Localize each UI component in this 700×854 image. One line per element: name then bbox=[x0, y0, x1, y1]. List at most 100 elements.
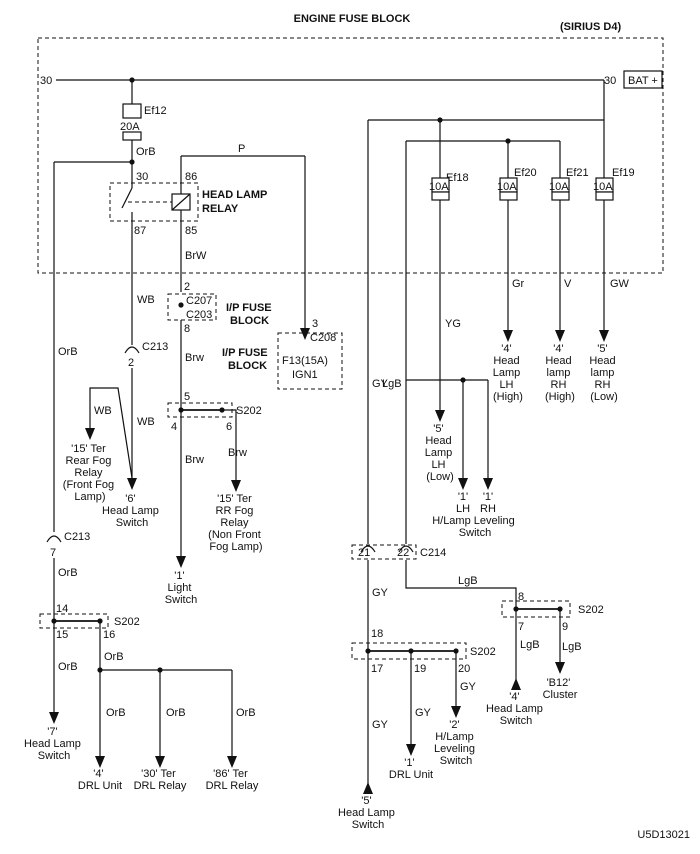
c203-pin: 8 bbox=[184, 323, 190, 335]
s202-lower-right: 8 S202 7 9 LgB LgB bbox=[501, 591, 604, 690]
c214-pin22: 22 bbox=[397, 547, 409, 559]
wire-brw: BrW 2 C207 C203 8 I/P FUSE BLOCK Brw 5 bbox=[167, 250, 272, 410]
relay-pin86: 86 bbox=[185, 171, 197, 183]
ef21-rating: 10A bbox=[549, 181, 569, 193]
s202d-pin8: 8 bbox=[518, 591, 524, 603]
dest-rear-fog-relay: '15' Ter Rear Fog Relay (Front Fog Lamp) bbox=[63, 443, 117, 503]
s202-lower-left-label: S202 bbox=[114, 616, 140, 628]
diagram-title: ENGINE FUSE BLOCK bbox=[294, 13, 411, 25]
wire-wb: WB 2 C213 WB WB bbox=[85, 236, 168, 490]
dest-head-lamp-switch-5: '5' Head Lamp Switch bbox=[338, 795, 398, 831]
figure-id: U5D13021 bbox=[637, 829, 690, 841]
s202b-pin15: 15 bbox=[56, 629, 68, 641]
relay-label-1: HEAD LAMP bbox=[202, 189, 267, 201]
wire-label-gy-1: GY bbox=[372, 378, 389, 390]
s202-upper: S202 4 6 Brw Brw bbox=[167, 402, 262, 568]
right-feeds bbox=[368, 80, 605, 178]
headlamp-outputs: Gr V GW bbox=[503, 200, 630, 342]
s202b-pin14: 14 bbox=[56, 603, 68, 615]
dest-cluster: 'B12' Cluster bbox=[543, 677, 578, 701]
dest-headlamp-rh-low: '5' Head lamp RH (Low) bbox=[589, 343, 618, 403]
wire-label-wb-3: WB bbox=[94, 405, 112, 417]
ef18-name: Ef18 bbox=[446, 172, 469, 184]
s202c-pin20: 20 bbox=[458, 663, 470, 675]
dest-head-lamp-switch-7: '7' Head Lamp Switch bbox=[24, 726, 84, 762]
dest-drl-unit-1: '1' DRL Unit bbox=[389, 757, 433, 781]
c213b-label: C213 bbox=[64, 531, 90, 543]
fuse-ef18: Ef18 10A bbox=[429, 172, 469, 201]
leveling-rh: RH bbox=[480, 503, 496, 515]
c207-label: C207 bbox=[186, 295, 212, 307]
wire-label-gr: Gr bbox=[512, 278, 525, 290]
fuse-ef19: Ef19 10A bbox=[593, 167, 635, 201]
head-lamp-relay: 30 87 86 85 HEAD LAMP RELAY bbox=[109, 156, 267, 292]
wire-p: P bbox=[181, 143, 306, 328]
relay-pin30: 30 bbox=[136, 171, 148, 183]
wire-label-gy-3: GY bbox=[372, 719, 389, 731]
wire-label-orb-8: OrB bbox=[236, 707, 256, 719]
s202-lower-middle: 18 S202 17 19 20 GY GY GY bbox=[351, 628, 496, 794]
ip-fuse-block-2-line1: I/P FUSE bbox=[222, 347, 268, 359]
model-label: (SIRIUS D4) bbox=[560, 21, 621, 33]
s202d-pin7: 7 bbox=[518, 621, 524, 633]
wire-label-gy-2: GY bbox=[372, 587, 389, 599]
wire-label-orb-3: OrB bbox=[58, 567, 78, 579]
dest-hlamp-leveling-switch-2: '2' H/Lamp Leveling Switch bbox=[434, 719, 478, 767]
fuse-ef21: Ef21 10A bbox=[549, 167, 589, 201]
dest-headlamp-lh-high: '4' Head Lamp LH (High) bbox=[493, 343, 524, 403]
s202c-pin17: 17 bbox=[371, 663, 383, 675]
bus-left-label: 30 bbox=[40, 75, 52, 87]
dest-head-lamp-switch-4: '4' Head Lamp Switch bbox=[486, 691, 546, 727]
wire-label-gy-4: GY bbox=[415, 707, 432, 719]
s202b-pin16: 16 bbox=[103, 629, 115, 641]
wire-label-orb-5: OrB bbox=[104, 651, 124, 663]
ip-fuse-f13: F13(15A) bbox=[282, 355, 328, 367]
wire-label-brw-3: Brw bbox=[228, 447, 247, 459]
fuse-ef12: Ef12 20A OrB bbox=[120, 80, 167, 165]
ef12-rating: 20A bbox=[120, 121, 140, 133]
wire-label-orb-4: OrB bbox=[58, 661, 78, 673]
dest-headlamp-rh-high: '4' Head lamp RH (High) bbox=[545, 343, 575, 403]
wire-label-gw: GW bbox=[610, 278, 630, 290]
dest-hlamp-leveling-switch: H/Lamp Leveling Switch bbox=[432, 515, 518, 539]
wire-label-p: P bbox=[238, 143, 245, 155]
s202d-pin9: 9 bbox=[562, 621, 568, 633]
c214-label: C214 bbox=[420, 547, 446, 559]
wire-label-brw-1: Brw bbox=[185, 352, 204, 364]
dest-light-switch: '1' Light Switch bbox=[165, 570, 197, 606]
wire-gy-lgb-trunks: GY 21 22 C214 GY LgB bbox=[351, 120, 517, 650]
ef20-rating: 10A bbox=[497, 181, 517, 193]
s202c-pin18: 18 bbox=[371, 628, 383, 640]
ef12-name: Ef12 bbox=[144, 105, 167, 117]
wire-label-gy-5: GY bbox=[460, 681, 477, 693]
wire-label-wb-2: WB bbox=[137, 416, 155, 428]
ef21-name: Ef21 bbox=[566, 167, 589, 179]
ef19-name: Ef19 bbox=[612, 167, 635, 179]
dest-head-lamp-switch-6: '6' Head Lamp Switch bbox=[102, 493, 162, 529]
c207-pin: 2 bbox=[184, 281, 190, 293]
wire-label-lgb-2: LgB bbox=[458, 575, 478, 587]
dest-headlamp-lh-low: '5' Head Lamp LH (Low) bbox=[425, 423, 456, 483]
wire-label-orb-6: OrB bbox=[106, 707, 126, 719]
wire-label-brw-2: Brw bbox=[185, 454, 204, 466]
wire-yg: YG LgB bbox=[382, 200, 493, 490]
ip-fuse-block-2: I/P FUSE BLOCK 3 C208 F13(15A) IGN1 bbox=[222, 318, 343, 390]
ip-fuse-block-2-line2: BLOCK bbox=[228, 360, 267, 372]
wire-label-lgb-1: LgB bbox=[382, 378, 402, 390]
s202a-pin4: 4 bbox=[171, 421, 177, 433]
wire-label-wb-1: WB bbox=[137, 294, 155, 306]
ip-fuse-block-1-line2: BLOCK bbox=[230, 315, 269, 327]
c203-label: C203 bbox=[186, 309, 212, 321]
wire-label-lgb-4: LgB bbox=[562, 641, 582, 653]
wire-label-lgb-3: LgB bbox=[520, 639, 540, 651]
s202-lower-middle-label: S202 bbox=[470, 646, 496, 658]
fuse-ef20: Ef20 10A bbox=[497, 167, 537, 201]
s202-lower-left: 14 S202 15 16 OrB OrB OrB OrB OrB bbox=[39, 603, 256, 768]
ip-fuse-block-1-line1: I/P FUSE bbox=[226, 302, 272, 314]
s202c-pin19: 19 bbox=[414, 663, 426, 675]
dest-rr-fog-relay: '15' Ter RR Fog Relay (Non Front Fog Lam… bbox=[208, 493, 264, 553]
leveling-pin-lh: '1' bbox=[458, 491, 468, 503]
engine-fuse-block-outline bbox=[37, 37, 664, 274]
dest-drl-unit-4: '4' DRL Unit bbox=[78, 768, 122, 792]
